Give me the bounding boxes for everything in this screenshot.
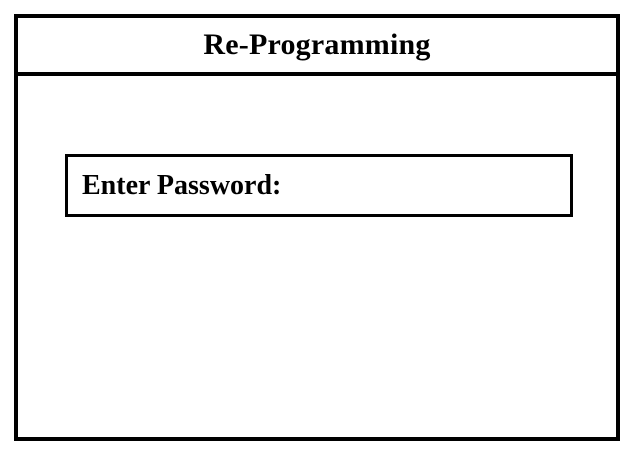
re-programming-dialog: Re-Programming Enter Password: bbox=[14, 14, 620, 441]
password-input[interactable]: Enter Password: bbox=[65, 154, 573, 217]
dialog-client-area: Enter Password: bbox=[18, 80, 616, 437]
dialog-title-bar: Re-Programming bbox=[18, 18, 616, 76]
password-label: Enter Password: bbox=[82, 169, 282, 201]
page-title: Re-Programming bbox=[203, 28, 431, 61]
